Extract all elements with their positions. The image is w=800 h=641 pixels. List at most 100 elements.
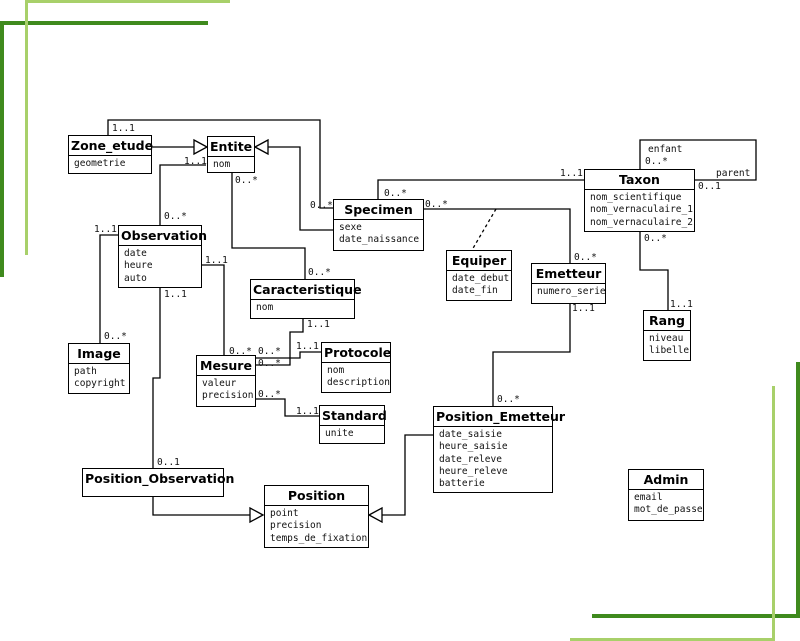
frame-decoration-bottom-right-dark-vertical bbox=[796, 362, 800, 618]
multiplicity-label: 1..1 bbox=[164, 289, 187, 300]
attribute: path bbox=[74, 366, 97, 377]
attribute: date_naissance bbox=[339, 234, 420, 246]
attribute: description bbox=[327, 377, 390, 389]
multiplicity-label: 0..* bbox=[425, 199, 448, 210]
generalization-arrowhead-specimen bbox=[253, 138, 269, 156]
attribute: auto bbox=[124, 272, 147, 284]
attribute: mot_de_passe bbox=[634, 504, 703, 516]
multiplicity-label: 0..* bbox=[310, 200, 333, 211]
attribute: point bbox=[270, 508, 299, 519]
generalization-positionemetteur-position bbox=[382, 434, 433, 516]
association-observation-mesure bbox=[202, 264, 225, 355]
attribute: sexe bbox=[339, 222, 362, 233]
class-title: Position_Observation bbox=[85, 471, 235, 486]
attribute: valeur bbox=[202, 378, 237, 389]
attribute: nom_vernaculaire_2 bbox=[590, 216, 693, 228]
class-title: Observation bbox=[119, 226, 207, 246]
class-rang: Rang niveau libelle bbox=[643, 310, 691, 361]
attribute: nom bbox=[213, 159, 231, 170]
class-title: Caracteristique bbox=[251, 280, 362, 300]
multiplicity-label: 0..* bbox=[104, 331, 127, 342]
association-mesure-protocole bbox=[256, 351, 321, 359]
class-admin: Admin email mot_de_passe bbox=[628, 469, 704, 521]
attribute: heure bbox=[124, 260, 153, 272]
attribute: nom bbox=[327, 365, 345, 376]
multiplicity-label: 1..1 bbox=[560, 168, 583, 179]
multiplicity-label: 0..* bbox=[235, 175, 258, 186]
association-mesure-standard bbox=[256, 398, 319, 417]
attribute: precision bbox=[202, 390, 254, 402]
attribute: batterie bbox=[439, 478, 485, 490]
attribute: date_debut bbox=[452, 273, 510, 284]
generalization-specimen-entite bbox=[268, 146, 333, 231]
multiplicity-label: 0..* bbox=[645, 156, 668, 167]
attribute: libelle bbox=[649, 345, 690, 357]
multiplicity-label: 1..1 bbox=[184, 156, 207, 167]
multiplicity-label: 0..* bbox=[164, 211, 187, 222]
class-entite: Entite nom bbox=[207, 136, 255, 173]
attribute: geometrie bbox=[74, 158, 126, 169]
class-title: Image bbox=[69, 344, 129, 364]
association-class-link bbox=[471, 208, 497, 251]
class-equiper: Equiper date_debut date_fin bbox=[446, 250, 512, 301]
class-title: Equiper bbox=[447, 251, 511, 271]
multiplicity-label: 0..1 bbox=[157, 457, 180, 468]
class-title: Specimen bbox=[334, 200, 423, 220]
class-caracteristique: Caracteristique nom bbox=[250, 279, 362, 319]
association-zone-specimen bbox=[107, 119, 333, 209]
multiplicity-label: 1..1 bbox=[205, 255, 228, 266]
attribute: unite bbox=[325, 428, 354, 439]
generalization-arrowhead-positionobs bbox=[249, 506, 265, 524]
generalization-positionobs-position bbox=[152, 497, 250, 516]
attribute: nom bbox=[256, 302, 274, 313]
class-title: Position_Emetteur bbox=[434, 407, 565, 427]
class-title: Emetteur bbox=[532, 264, 605, 284]
multiplicity-label: 1..1 bbox=[670, 299, 693, 310]
class-title: Mesure bbox=[197, 356, 255, 376]
association-observation-positionobs bbox=[152, 288, 161, 468]
class-title: Standard bbox=[320, 406, 387, 426]
multiplicity-label: 0..* bbox=[258, 346, 281, 357]
frame-decoration-bottom-right-light-vertical bbox=[772, 386, 775, 641]
attribute: date bbox=[124, 248, 147, 259]
class-protocole: Protocole nom description bbox=[321, 342, 391, 393]
multiplicity-label: 1..1 bbox=[112, 123, 135, 134]
attribute: nom_scientifique bbox=[590, 192, 682, 203]
role-label: enfant bbox=[648, 144, 683, 155]
frame-decoration-bottom-right-dark bbox=[592, 614, 800, 618]
class-title: Admin bbox=[629, 470, 703, 490]
frame-decoration-bottom-right-light bbox=[570, 638, 775, 641]
class-title: Position bbox=[265, 486, 368, 506]
generalization-arrowhead-positionemetteur bbox=[367, 506, 383, 524]
class-position-observation: Position_Observation bbox=[82, 468, 235, 497]
association-taxon-rang bbox=[639, 232, 669, 310]
attribute: heure_saisie bbox=[439, 441, 508, 453]
class-title: Taxon bbox=[585, 170, 694, 190]
class-specimen: Specimen sexe date_naissance bbox=[333, 199, 424, 251]
association-entite-caracteristique bbox=[231, 172, 306, 279]
class-observation: Observation date heure auto bbox=[118, 225, 207, 288]
association-entite-observation bbox=[159, 164, 206, 225]
class-standard: Standard unite bbox=[319, 405, 387, 444]
class-image: Image path copyright bbox=[68, 343, 130, 394]
attribute: nom_vernaculaire_1 bbox=[590, 204, 693, 216]
multiplicity-label: 0..* bbox=[497, 394, 520, 405]
multiplicity-label: 1..1 bbox=[296, 341, 319, 352]
multiplicity-label: 0..1 bbox=[698, 181, 721, 192]
multiplicity-label: 0..* bbox=[308, 267, 331, 278]
class-title: Entite bbox=[208, 137, 254, 157]
attribute: date_releve bbox=[439, 453, 502, 465]
multiplicity-label: 0..* bbox=[229, 346, 252, 357]
association-caracteristique-mesure bbox=[256, 319, 304, 366]
frame-decoration-top-left-light bbox=[25, 0, 230, 3]
attribute: numero_serie bbox=[537, 286, 606, 297]
attribute: temps_de_fixation bbox=[270, 532, 368, 544]
frame-decoration-top-left-light-vertical bbox=[25, 0, 28, 255]
attribute: date_fin bbox=[452, 285, 498, 297]
attribute: precision bbox=[270, 520, 322, 532]
multiplicity-label: 0..* bbox=[258, 389, 281, 400]
generalization-arrowhead-zone bbox=[193, 138, 209, 156]
attribute: copyright bbox=[74, 378, 126, 390]
attribute: email bbox=[634, 492, 663, 503]
